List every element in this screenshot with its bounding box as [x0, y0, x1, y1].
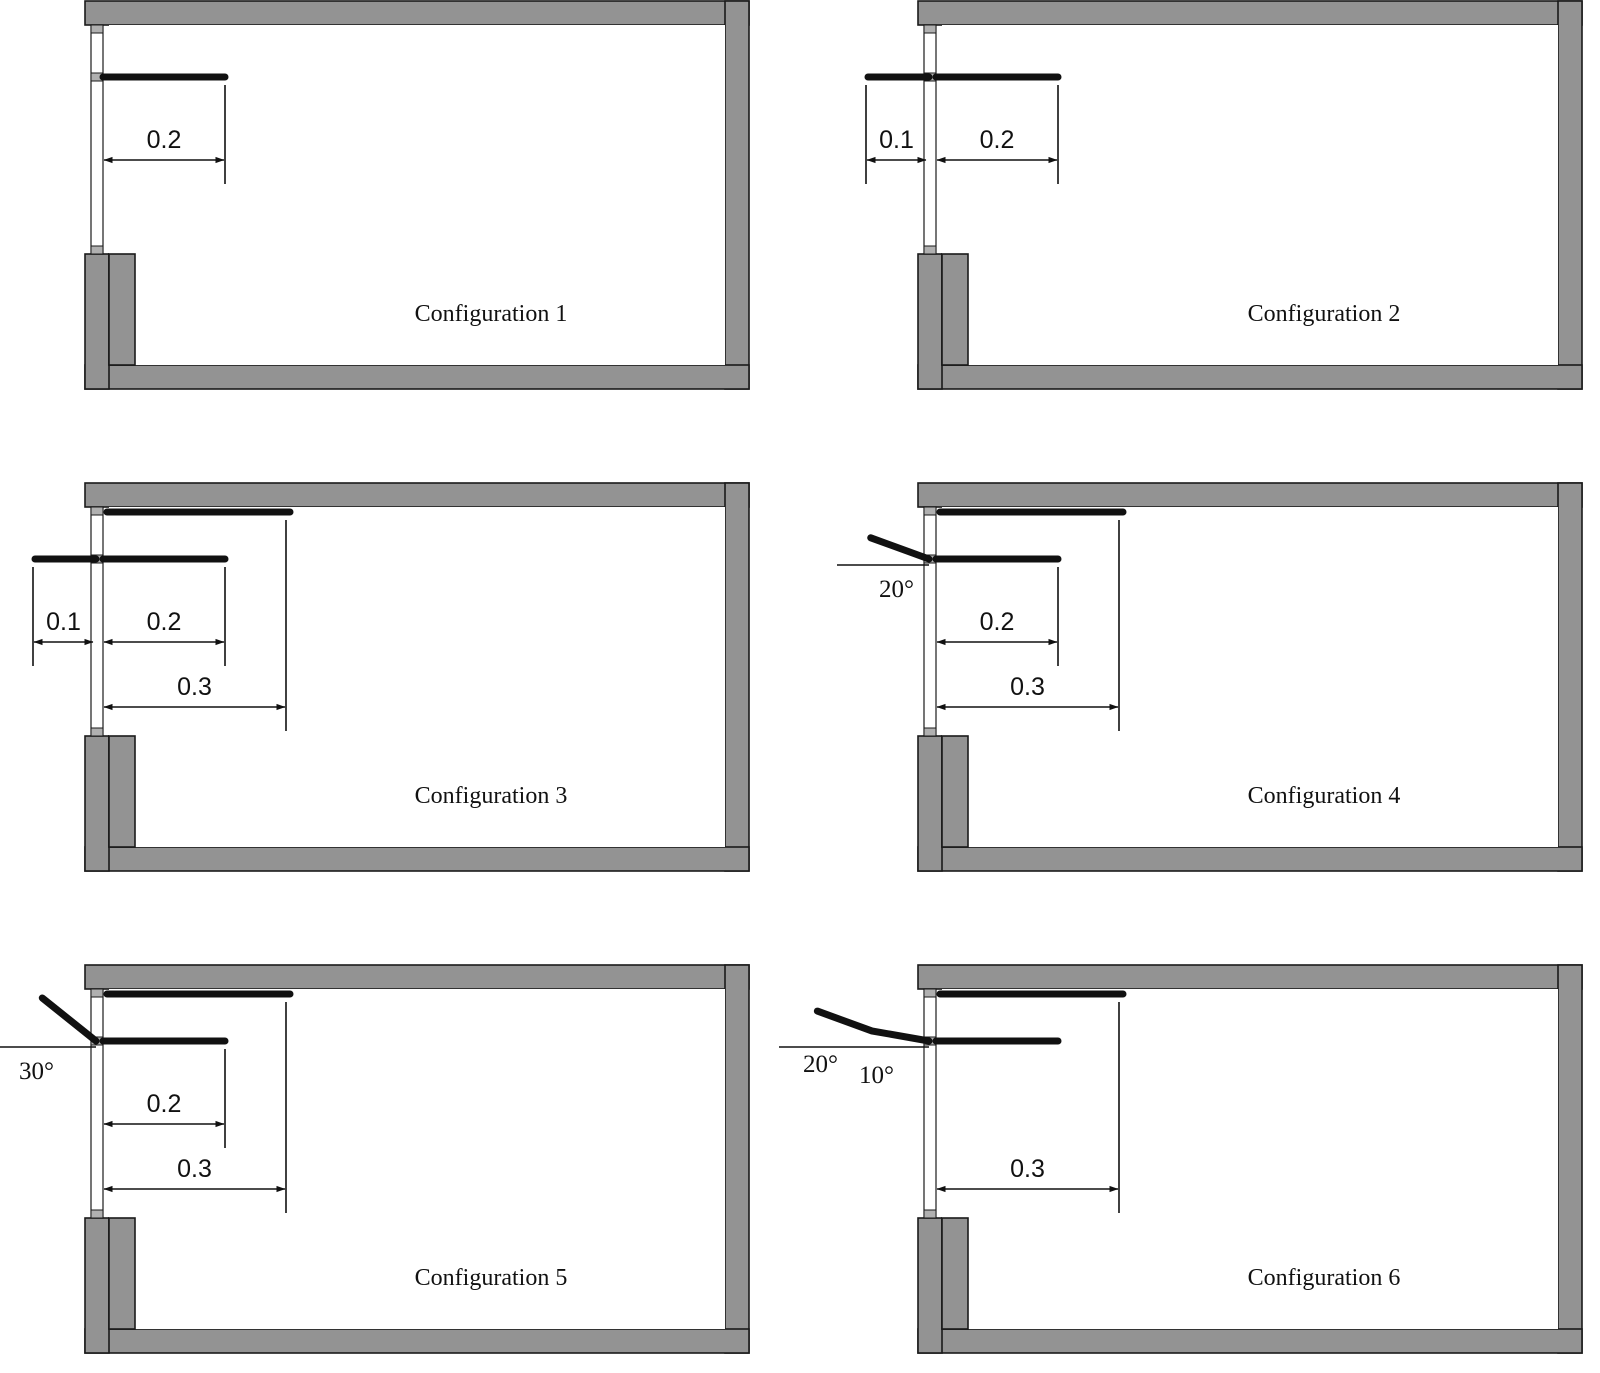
window-frame-block [90, 245, 104, 255]
dimension-label: 0.3 [177, 673, 212, 701]
window-frame-block [923, 988, 937, 998]
configuration-caption: Configuration 5 [415, 1265, 568, 1291]
window-frame-block [923, 506, 937, 516]
lower-left-wall [84, 735, 110, 872]
window-glazing [923, 24, 937, 255]
bottom-wall [917, 846, 1583, 872]
lower-left-jamb-front [108, 253, 136, 366]
dimension-label: 0.1 [879, 126, 914, 154]
dimension-label: 0.2 [147, 608, 182, 636]
exterior-tilted-shelf [38, 994, 100, 1045]
lower-left-jamb-front [941, 735, 969, 848]
tilt-angle-label: 30° [19, 1058, 54, 1085]
window-frame-block [90, 988, 104, 998]
top-wall [917, 482, 1583, 508]
outer-angle-label: 20° [803, 1051, 838, 1078]
dimension-label: 0.1 [46, 608, 81, 636]
configuration-caption: Configuration 1 [415, 301, 568, 327]
dimension-label: 0.2 [147, 1090, 182, 1118]
top-wall [917, 0, 1583, 26]
room-interior [109, 989, 725, 1329]
bottom-wall [917, 364, 1583, 390]
lower-left-jamb-front [108, 1217, 136, 1330]
lower-left-jamb-front [108, 735, 136, 848]
bottom-wall [84, 364, 750, 390]
right-wall [1557, 0, 1583, 390]
window-frame-block [90, 24, 104, 34]
lower-left-jamb-front [941, 253, 969, 366]
configuration-caption: Configuration 2 [1248, 301, 1401, 327]
room-interior [942, 25, 1558, 365]
lower-left-wall [917, 253, 943, 390]
lower-left-wall [917, 735, 943, 872]
window-glazing [923, 988, 937, 1219]
room-interior [109, 507, 725, 847]
lower-left-wall [84, 1217, 110, 1354]
bottom-wall [917, 1328, 1583, 1354]
window-glazing [923, 506, 937, 737]
lower-left-wall [917, 1217, 943, 1354]
dimension-label: 0.3 [1010, 1155, 1045, 1183]
window-glazing [90, 988, 104, 1219]
right-wall [724, 964, 750, 1354]
inner-angle-label: 10° [859, 1062, 894, 1089]
top-wall [84, 964, 750, 990]
window-glazing [90, 24, 104, 255]
right-wall [1557, 964, 1583, 1354]
lower-left-wall [84, 253, 110, 390]
window-glazing [90, 506, 104, 737]
dimension-label: 0.3 [177, 1155, 212, 1183]
right-wall [724, 0, 750, 390]
exterior-tilted-shelf [867, 534, 933, 563]
dimension-label: 0.2 [980, 126, 1015, 154]
room-interior [109, 25, 725, 365]
exterior-bent-shelf [813, 1007, 933, 1045]
configuration-caption: Configuration 4 [1248, 783, 1401, 809]
bottom-wall [84, 1328, 750, 1354]
window-frame-block [90, 1209, 104, 1219]
window-frame-block [923, 727, 937, 737]
bottom-wall [84, 846, 750, 872]
lower-left-jamb-front [941, 1217, 969, 1330]
dimension-label: 0.3 [1010, 673, 1045, 701]
top-wall [84, 0, 750, 26]
window-frame-block [923, 245, 937, 255]
window-frame-block [90, 727, 104, 737]
top-wall [84, 482, 750, 508]
window-frame-block [923, 24, 937, 34]
tilt-angle-label: 20° [879, 576, 914, 603]
configuration-caption: Configuration 3 [415, 783, 568, 809]
top-wall [917, 964, 1583, 990]
right-wall [724, 482, 750, 872]
dimension-label: 0.2 [980, 608, 1015, 636]
configuration-caption: Configuration 6 [1248, 1265, 1401, 1291]
room-interior [942, 507, 1558, 847]
room-interior [942, 989, 1558, 1329]
right-wall [1557, 482, 1583, 872]
window-frame-block [90, 506, 104, 516]
window-frame-block [923, 1209, 937, 1219]
dimension-label: 0.2 [147, 126, 182, 154]
